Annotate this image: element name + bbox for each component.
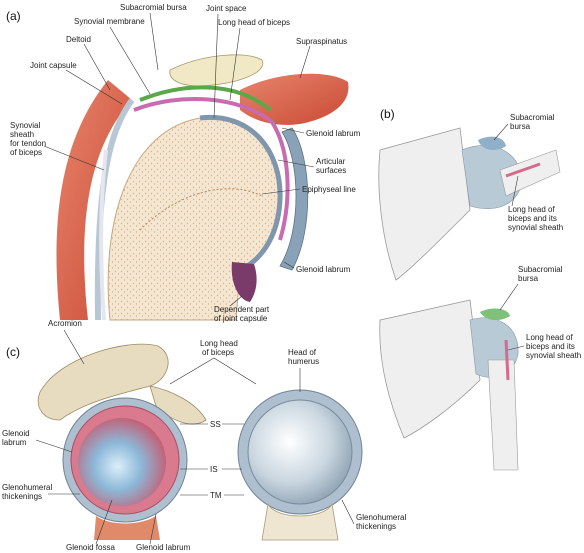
label-b-bursa-1a: Subacromial: [510, 113, 555, 122]
panel-c-label: (c): [6, 345, 20, 359]
label-synovial-sheath-3: for tendon: [10, 139, 46, 148]
label-synovial-sheath-1: Synovial: [10, 121, 40, 130]
label-c-glenoid-fossa: Glenoid fossa: [66, 543, 115, 552]
label-b-lhb-2b: biceps and its: [526, 342, 575, 351]
label-c-ss: SS: [210, 420, 221, 429]
humerus-shaft-lower: [488, 360, 518, 470]
label-c-lhb-1: Long head: [200, 339, 238, 348]
humeral-head-c: [248, 400, 352, 504]
label-c-gh-left-1: Glenohumeral: [2, 483, 52, 492]
label-dependent-1: Dependent part: [214, 305, 270, 314]
label-c-glenoid-labrum-2: labrum: [2, 438, 27, 447]
label-c-hoh-2: humerus: [288, 357, 319, 366]
panel-a: (a) Subacromial bursa Joint space Synovi…: [6, 3, 361, 323]
label-c-gh-right-1: Glenohumeral: [356, 513, 406, 522]
label-articular-1: Articular: [316, 157, 346, 166]
label-b-lhb-1c: synovial sheath: [508, 223, 563, 232]
label-joint-space: Joint space: [206, 4, 247, 13]
label-articular-2: surfaces: [316, 166, 346, 175]
label-synovial-sheath-2: sheath: [10, 130, 34, 139]
panel-a-label: (a): [6, 9, 21, 23]
label-synovial-sheath-4: of biceps: [10, 148, 42, 157]
label-joint-capsule: Joint capsule: [30, 61, 77, 70]
label-c-hoh-1: Head of: [288, 348, 317, 357]
label-epiphyseal-line: Epiphyseal line: [302, 185, 356, 194]
label-b-lhb-1a: Long head of: [508, 205, 555, 214]
label-long-head-biceps: Long head of biceps: [218, 18, 290, 27]
panel-c: (c) Acromion Long head of biceps Head of…: [2, 319, 406, 552]
glenoid-fossa: [78, 418, 166, 506]
biceps-tendon: [101, 150, 106, 320]
label-glenoid-labrum-bottom: Glenoid labrum: [296, 265, 351, 274]
label-c-tm: TM: [210, 491, 222, 500]
label-glenoid-labrum-top: Glenoid labrum: [306, 129, 361, 138]
label-b-lhb-1b: biceps and its: [508, 214, 557, 223]
scapula-upper: [379, 128, 470, 280]
label-synovial-membrane: Synovial membrane: [74, 17, 145, 26]
label-b-bursa-1b: bursa: [510, 122, 531, 131]
biceps-sheath-lower: [506, 340, 508, 380]
scapula-lower: [380, 300, 480, 438]
label-c-is: IS: [210, 465, 218, 474]
label-c-gh-right-2: thickenings: [356, 522, 396, 531]
label-c-acromion: Acromion: [48, 319, 82, 328]
label-b-bursa-2b: bursa: [518, 274, 539, 283]
label-c-gh-left-2: thickenings: [2, 492, 42, 501]
label-subacromial-bursa: Subacromial bursa: [120, 3, 187, 12]
panel-b: (b) Subacromial bursa Long head of bicep…: [379, 107, 581, 470]
panel-b-label: (b): [380, 107, 395, 121]
label-b-bursa-2a: Subacromial: [518, 265, 563, 274]
label-supraspinatus: Supraspinatus: [296, 37, 347, 46]
label-deltoid: Deltoid: [66, 35, 91, 44]
label-c-lhb-2: of biceps: [202, 348, 234, 357]
label-b-lhb-2c: synovial sheath: [526, 351, 581, 360]
label-c-glenoid-labrum-bottom: Glenoid labrum: [136, 543, 191, 552]
label-dependent-2: of joint capsule: [214, 314, 268, 323]
label-b-lhb-2a: Long head of: [526, 333, 573, 342]
label-c-glenoid-labrum-1: Glenoid: [2, 429, 30, 438]
